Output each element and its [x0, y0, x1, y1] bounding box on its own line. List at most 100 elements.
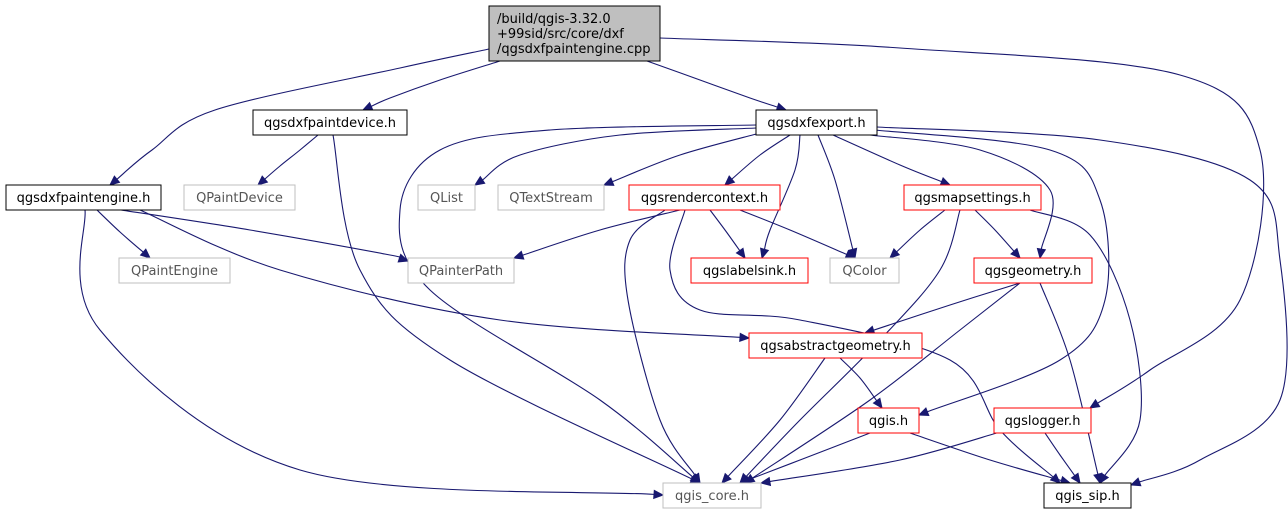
node-box [407, 257, 515, 284]
edge-line [371, 60, 501, 107]
edge-dxfexport-to-geometry [869, 134, 1054, 260]
node-qpaintengine[interactable]: QPaintEngine [118, 257, 231, 284]
node-root[interactable]: /build/qgis-3.32.0+99sid/src/core/dxf/qg… [488, 5, 661, 62]
node-box [497, 184, 605, 211]
edge-line [709, 209, 741, 251]
edge-line [869, 134, 1054, 250]
edge-line [120, 209, 405, 259]
node-labelsink[interactable]: qgslabelsink.h [690, 257, 809, 284]
edge-paintengine_h-to-qgis_core [79, 209, 665, 500]
edge-arrowhead [653, 489, 665, 500]
node-box [488, 5, 661, 62]
edge-paintdevice-to-qpaintdevice [257, 134, 319, 186]
edge-line [876, 126, 1288, 483]
edge-arrowhead [512, 250, 525, 260]
edge-arrowhead [257, 175, 269, 186]
edge-arrowhead [1070, 472, 1081, 485]
node-box [857, 407, 920, 434]
node-label: QTextStream [509, 191, 593, 206]
edge-logger-to-qgis_sip [1044, 432, 1081, 485]
edge-geometry-to-qgis_sip [1039, 282, 1103, 485]
node-box [183, 184, 296, 211]
node-qpaintdevice[interactable]: QPaintDevice [183, 184, 296, 211]
edge-abstractgeometry-to-qgis [839, 357, 883, 409]
edge-line [832, 134, 942, 183]
edge-line [748, 432, 871, 481]
node-box [662, 482, 762, 509]
node-abstractgeometry[interactable]: qgsabstractgeometry.h [748, 332, 923, 359]
node-qlist[interactable]: QList [417, 184, 476, 211]
node-mapsettings[interactable]: qgsmapsettings.h [903, 184, 1042, 211]
node-qcolor[interactable]: QColor [829, 257, 900, 284]
edge-line [612, 132, 761, 183]
node-box [118, 257, 231, 284]
node-label: QPaintDevice [196, 191, 283, 206]
edge-dxfexport-to-labelsink [759, 134, 801, 260]
edge-arrowhead [889, 247, 901, 259]
edge-arrowhead [939, 176, 952, 186]
node-label: /build/qgis-3.32.0 [497, 12, 611, 27]
edge-arrowhead [872, 397, 883, 409]
node-label: qgsabstractgeometry.h [760, 339, 910, 354]
edge-paintengine_h-to-abstractgeometry [139, 209, 751, 343]
node-box [628, 184, 781, 211]
edge-line [659, 37, 1265, 404]
edge-line [646, 60, 778, 108]
node-paintdevice[interactable]: qgsdxfpaintdevice.h [252, 109, 408, 136]
edge-line [1029, 209, 1142, 476]
edge-arrowhead [361, 101, 374, 111]
edge-line [817, 134, 854, 250]
node-qgis[interactable]: qgis.h [857, 407, 920, 434]
edge-line [96, 209, 144, 253]
edge-line [264, 134, 319, 180]
node-qtextstream[interactable]: QTextStream [497, 184, 605, 211]
node-qpainterpath[interactable]: QPainterPath [407, 257, 515, 284]
edge-arrowhead [759, 247, 770, 260]
node-box [993, 407, 1092, 434]
edge-logger-to-qgis_core [759, 431, 1001, 487]
edge-line [139, 209, 741, 338]
edge-root-to-paintdevice [361, 60, 501, 111]
node-box [417, 184, 476, 211]
edge-arrowhead [1093, 472, 1103, 485]
edge-arrowhead [724, 175, 736, 186]
node-box [973, 257, 1093, 284]
edge-paintengine_h-to-qpaintengine [96, 209, 151, 259]
edge-line [398, 124, 757, 478]
node-label: /qgsdxfpaintengine.cpp [497, 42, 650, 57]
node-box [903, 184, 1042, 211]
node-box [5, 184, 162, 211]
edge-geometry-to-abstractgeometry [863, 282, 1021, 335]
node-label: qgis.h [869, 414, 908, 429]
edge-rendercontext-to-qgis_core [624, 209, 701, 485]
node-label: QList [430, 191, 463, 206]
edge-line [79, 209, 655, 495]
edge-dxfexport-to-qgis [874, 129, 1110, 417]
node-label: qgis_sip.h [1055, 489, 1119, 504]
node-dxfexport[interactable]: qgsdxfexport.h [755, 109, 878, 136]
node-box [1043, 482, 1132, 509]
edge-dxfexport-to-qgis_core [398, 124, 757, 484]
edge-dxfexport-to-qlist [473, 127, 757, 186]
node-paintengine_h[interactable]: qgsdxfpaintengine.h [5, 184, 162, 211]
node-logger[interactable]: qgslogger.h [993, 407, 1092, 434]
edge-line [909, 432, 1062, 482]
node-rendercontext[interactable]: qgsrendercontext.h [628, 184, 781, 211]
node-label: qgsrendercontext.h [641, 191, 768, 206]
edge-arrowhead [397, 253, 410, 263]
edge-qgis-to-qgis_sip [909, 432, 1072, 486]
node-label: qgsdxfpaintengine.h [17, 191, 151, 206]
edge-line [769, 431, 1001, 483]
edge-rendercontext-to-labelsink [709, 209, 746, 260]
edge-line [752, 282, 1021, 479]
edge-line [522, 209, 681, 256]
node-geometry[interactable]: qgsgeometry.h [973, 257, 1093, 284]
node-qgis_sip[interactable]: qgis_sip.h [1043, 482, 1132, 509]
edge-dxfexport-to-rendercontext [724, 134, 791, 186]
edge-arrowhead [109, 175, 121, 186]
edge-dxfexport-to-qgis_sip [876, 126, 1288, 487]
edge-line [839, 357, 878, 402]
node-qgis_core[interactable]: qgis_core.h [662, 482, 762, 509]
node-label: +99sid/src/core/dxf [497, 27, 624, 42]
